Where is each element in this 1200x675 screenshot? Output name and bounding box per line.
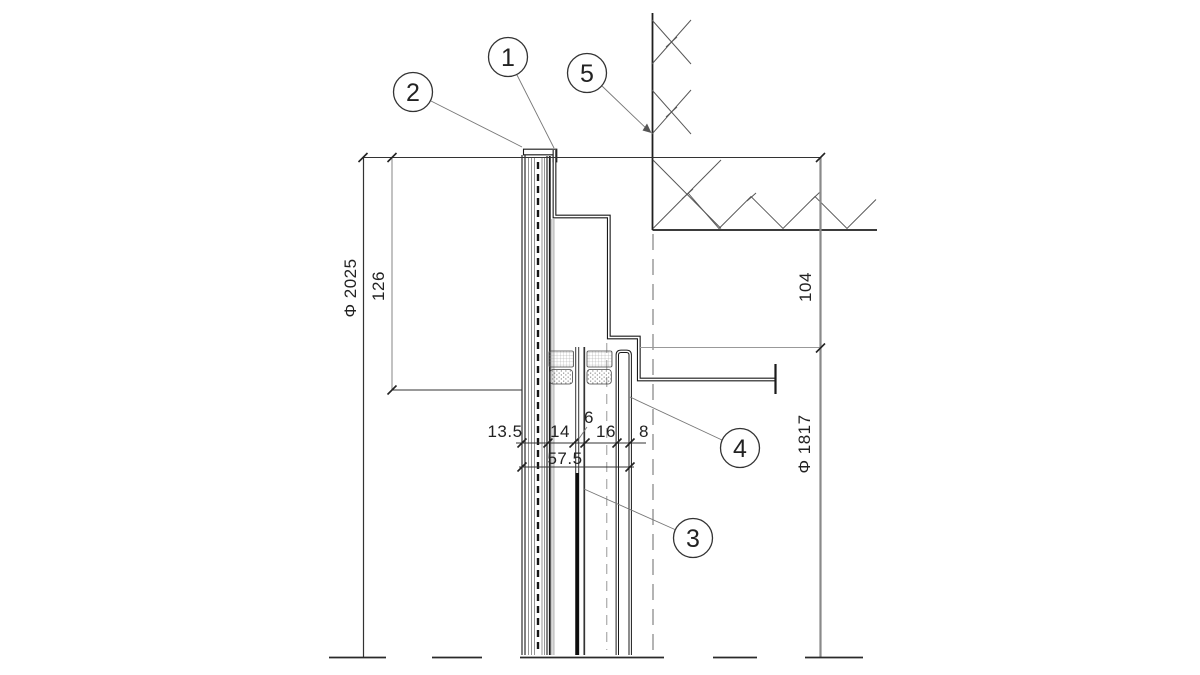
callout-1-label: 1 [501, 44, 515, 72]
dimension-ticks [357, 152, 826, 473]
stepped-cover-profile [552, 150, 777, 394]
wall-x-hatch [651, 19, 722, 229]
leader-line-callout-2 [430, 100, 523, 148]
gasket-block-upper-left [548, 350, 574, 368]
callout-bubbles: 1 2 3 4 5 [392, 36, 761, 559]
dim-text-14: 14 [550, 422, 570, 441]
gasket-block-upper-right [586, 350, 613, 368]
gasket-blocks [548, 350, 613, 385]
leader-arrowhead-callout-5 [642, 123, 652, 133]
callout-leaders [430, 74, 723, 531]
callout-5: 5 [566, 52, 608, 94]
dim-text-right-lower: Φ 1817 [795, 414, 814, 473]
setting-block-lower-right [586, 369, 612, 385]
mullion-web-lines [528, 158, 545, 655]
callout-5-bubble [566, 52, 608, 94]
leader-line-callout-4 [629, 396, 723, 441]
dim-text-16: 16 [596, 422, 616, 441]
dim-text-left-inner: 126 [369, 271, 388, 301]
leader-line-callout-1 [516, 74, 555, 149]
outer-cover-cap [615, 349, 632, 655]
existing-wall-section [651, 13, 877, 231]
zigzag-hatch [687, 192, 877, 230]
callout-4-bubble [719, 427, 761, 469]
mullion-profile [521, 155, 555, 655]
callout-2-bubble [392, 71, 434, 113]
callout-2: 2 [392, 71, 434, 113]
callout-5-label: 5 [580, 60, 594, 88]
glazing-unit [575, 347, 586, 655]
callout-1-bubble [487, 36, 529, 78]
setting-block-lower-left [549, 369, 573, 385]
dim-text-left-outer: Φ 2025 [341, 258, 360, 317]
callout-3-label: 3 [686, 525, 700, 553]
dim-text-right-upper: 104 [796, 272, 815, 302]
leader-line-callout-3 [583, 488, 677, 531]
dim-text-13-5: 13.5 [487, 422, 522, 441]
dimension-lines [357, 152, 826, 657]
callout-3: 3 [672, 517, 714, 559]
dim-text-6: 6 [584, 408, 594, 427]
callout-4-label: 4 [733, 435, 747, 463]
dim-text-57-5: 57.5 [547, 449, 582, 468]
dimension-texts: Φ 2025 126 104 Φ 1817 13.5 14 6 16 8 57.… [341, 258, 815, 473]
callout-4: 4 [719, 427, 761, 469]
centerlines [606, 234, 654, 655]
callout-2-label: 2 [406, 79, 420, 107]
callout-1: 1 [487, 36, 529, 78]
leader-line-callout-5 [601, 85, 651, 133]
dim-text-8: 8 [639, 422, 649, 441]
callout-3-bubble [672, 517, 714, 559]
